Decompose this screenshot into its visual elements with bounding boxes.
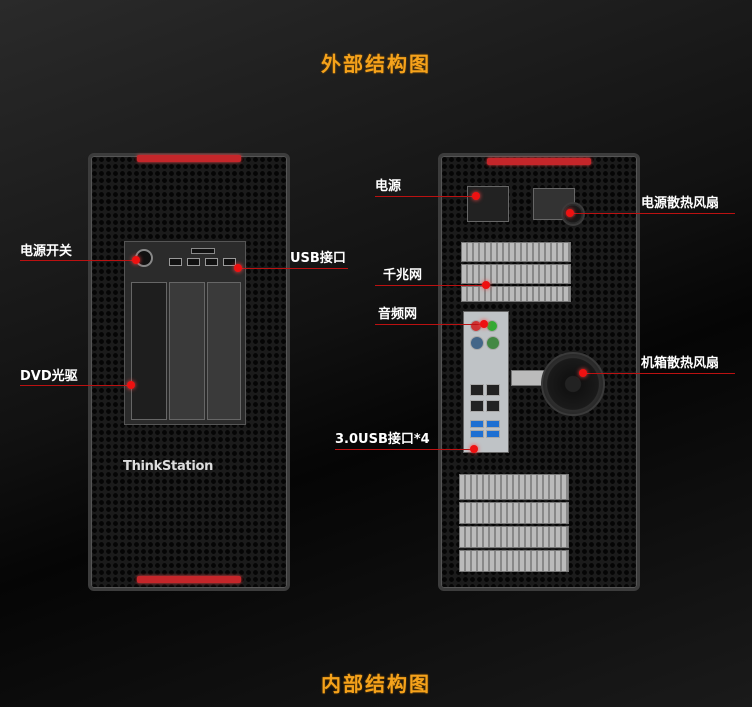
- pointer-line-power: [20, 260, 135, 261]
- rear-tower-image: [438, 153, 640, 591]
- pci-slot-3: [461, 286, 571, 302]
- lan-port-1: [470, 384, 484, 396]
- drive-bay-3: [207, 282, 241, 420]
- label-dvd-drive: DVD光驱: [20, 369, 78, 384]
- pointer-dot-lan: [482, 281, 490, 289]
- front-tower-image: ThinkStation: [88, 153, 290, 591]
- front-bay-panel: [124, 241, 246, 425]
- label-power-switch: 电源开关: [20, 244, 73, 259]
- card-reader-slot: [191, 248, 215, 254]
- label-psu-fan: 电源散热风扇: [641, 196, 720, 211]
- pointer-dot-power: [132, 256, 140, 264]
- pointer-dot-usb3: [470, 445, 478, 453]
- pointer-line-dvd: [20, 385, 130, 386]
- lan-port-3: [470, 400, 484, 412]
- pci-slot-1: [461, 242, 571, 262]
- usb3-port-1: [470, 420, 484, 428]
- pointer-line-usb: [238, 268, 348, 269]
- pointer-line-usb3: [335, 449, 473, 450]
- rear-io-panel: [463, 311, 509, 453]
- pointer-line-psu: [375, 196, 475, 197]
- gpu-slot-1: [459, 474, 569, 500]
- bottom-red-strip: [137, 576, 241, 583]
- pointer-dot-audio: [480, 320, 488, 328]
- pointer-dot-usb: [234, 264, 242, 272]
- label-psu: 电源: [375, 179, 402, 194]
- front-usb-1: [169, 258, 182, 266]
- pointer-line-lan: [375, 285, 485, 286]
- label-usb-port: USB接口: [290, 251, 346, 266]
- label-gigabit-lan: 千兆网: [383, 268, 423, 283]
- pointer-dot-psu: [472, 192, 480, 200]
- rear-top-red-strip: [487, 158, 591, 165]
- pointer-dot-case-fan: [579, 369, 587, 377]
- gpu-slot-4: [459, 550, 569, 572]
- label-usb3: 3.0USB接口*4: [335, 432, 430, 447]
- lan-port-2: [486, 384, 500, 396]
- front-usb-2: [187, 258, 200, 266]
- top-heading: 外部结构图: [321, 52, 431, 76]
- pointer-dot-dvd: [127, 381, 135, 389]
- pointer-line-audio: [375, 324, 483, 325]
- ps2-port-1: [470, 336, 484, 350]
- thinkstation-logo: ThinkStation: [123, 459, 214, 474]
- lan-port-4: [486, 400, 500, 412]
- front-usb-3: [205, 258, 218, 266]
- dvd-drive-bay: [131, 282, 167, 420]
- front-usb-4: [223, 258, 236, 266]
- top-red-strip: [137, 155, 241, 162]
- ps2-port-2: [486, 336, 500, 350]
- psu-fan: [561, 202, 585, 226]
- label-audio: 音频网: [378, 307, 418, 322]
- pointer-dot-psu-fan: [566, 209, 574, 217]
- gpu-slot-2: [459, 502, 569, 524]
- label-case-fan: 机箱散热风扇: [641, 356, 720, 371]
- drive-bay-2: [169, 282, 205, 420]
- case-fan: [541, 352, 605, 416]
- bottom-heading: 内部结构图: [321, 672, 431, 696]
- pointer-line-case-fan: [583, 373, 735, 374]
- usb3-port-4: [486, 430, 500, 438]
- gpu-slot-3: [459, 526, 569, 548]
- usb3-port-3: [470, 430, 484, 438]
- usb3-port-2: [486, 420, 500, 428]
- pointer-line-psu-fan: [570, 213, 735, 214]
- pci-slot-2: [461, 264, 571, 284]
